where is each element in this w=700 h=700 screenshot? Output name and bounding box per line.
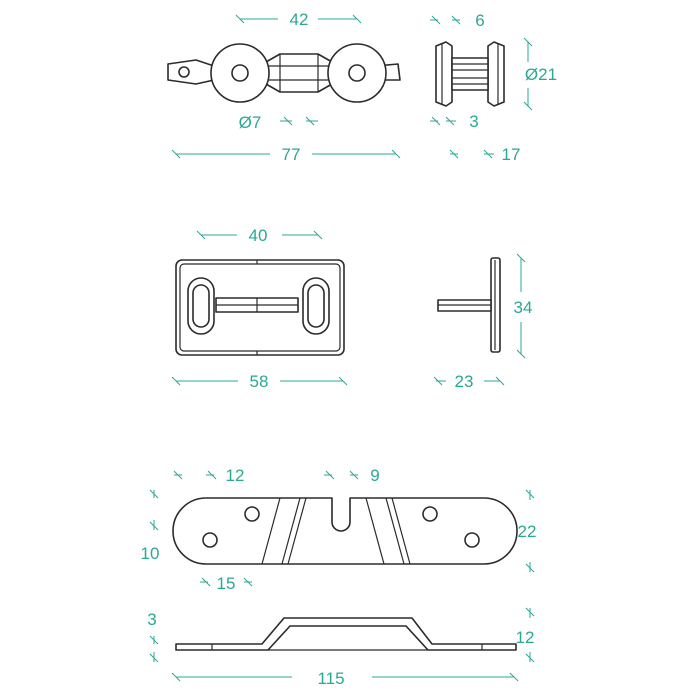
dim-40: 40 [249,226,268,245]
dim-6: 6 [475,11,484,30]
dim-line-6 [430,15,461,25]
dim-line-12-top [173,470,217,480]
dim-line-77 [171,149,401,159]
dim-line-17 [449,149,494,159]
dim-line-3 [430,116,456,126]
bracket-plate [172,497,518,565]
dim-line-21 [523,37,533,111]
bracket-side-view: 3 12 115 [147,607,535,688]
dim-12-side: 12 [516,628,535,647]
dim-line-3-side [149,635,159,663]
dim-3-side: 3 [147,610,156,629]
dim-15: 15 [217,574,236,593]
dim-line-10 [149,489,159,531]
dim-line-22 [525,489,535,573]
dim-pin-diameter: Ø7 [239,113,262,132]
roller-front-view: 42 Ø7 77 [167,10,401,164]
plate-front-view: 40 58 [171,226,348,391]
dim-22: 22 [518,522,537,541]
dim-42: 42 [290,10,309,29]
dim-line-pin [280,116,318,126]
dim-9: 9 [370,466,379,485]
bracket-profile [175,617,517,651]
dim-58: 58 [250,372,269,391]
dim-line-34 [516,253,526,359]
dim-12-top: 12 [226,466,245,485]
dim-line-23 [433,376,505,386]
dim-line-12-side [525,607,535,663]
dim-21: Ø21 [525,65,557,84]
dim-line-115 [171,672,519,682]
dim-line-15 [200,577,253,587]
dim-17: 17 [502,145,521,164]
dim-77: 77 [282,145,301,164]
dim-3: 3 [469,112,478,131]
dim-23: 23 [455,372,474,391]
dim-line-42 [235,14,362,24]
roller-side-view: 6 Ø21 3 17 [430,11,557,164]
dim-34: 34 [514,298,533,317]
plate-side-view: 34 23 [433,253,533,391]
dim-115: 115 [317,669,344,688]
dim-line-9 [324,470,359,480]
bracket-top-view: 12 9 22 10 15 [141,466,537,593]
dim-10: 10 [141,544,160,563]
dim-line-58 [171,376,348,386]
dim-line-40 [196,230,323,240]
